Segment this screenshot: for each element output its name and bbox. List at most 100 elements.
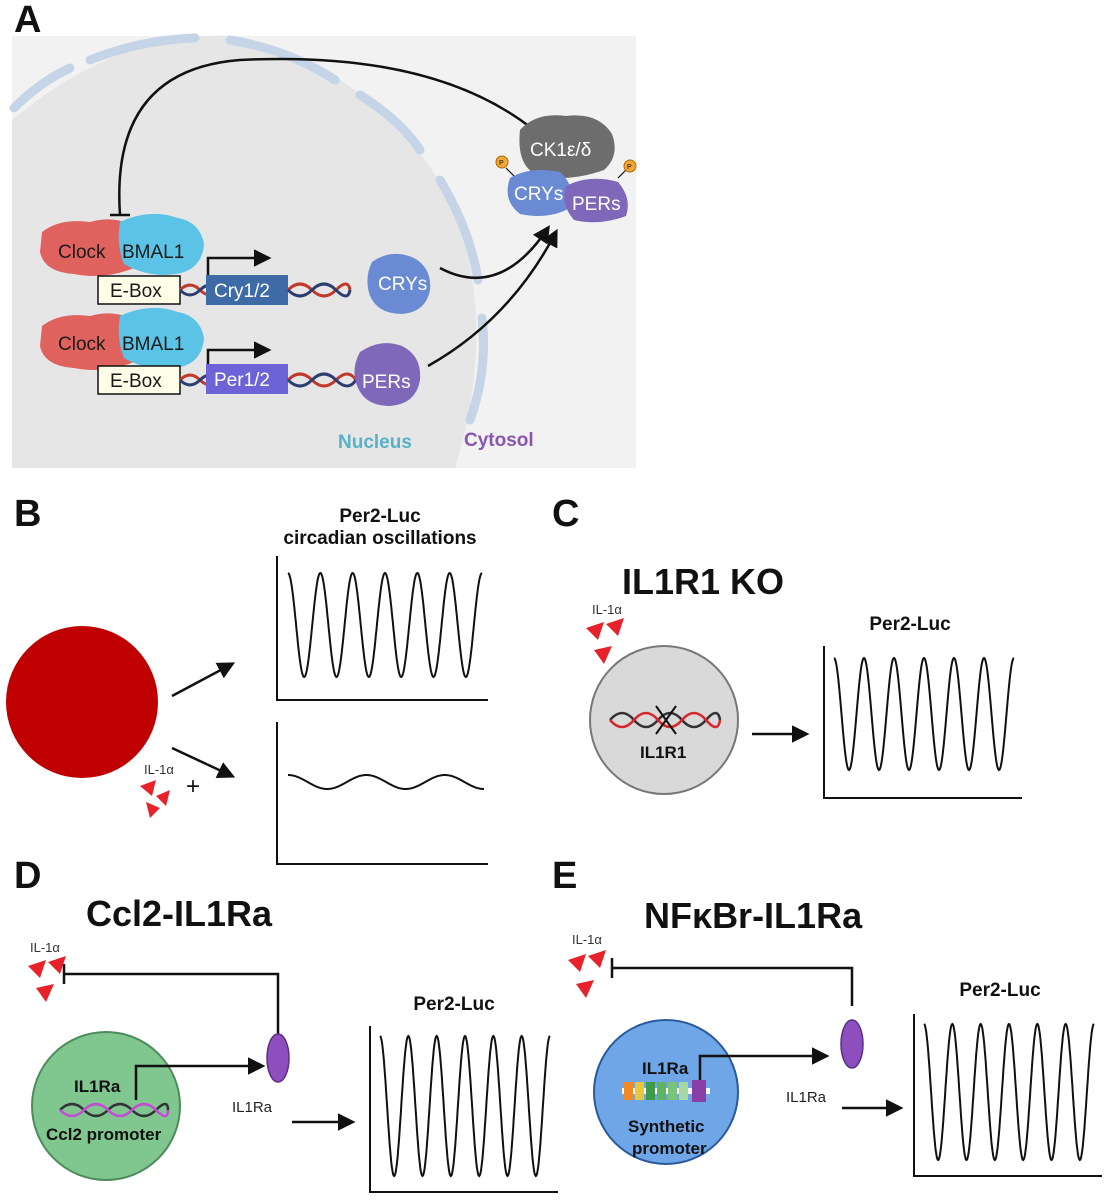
panel-d-letter: D — [14, 855, 41, 897]
cell-d — [31, 1031, 181, 1181]
panel-e-letter: E — [552, 855, 577, 897]
protein-label-d: IL1Ra — [232, 1099, 273, 1116]
chart-e-title: Per2-Luc — [959, 980, 1041, 1001]
cytosol-label: Cytosol — [464, 430, 534, 451]
pers-label: PERs — [362, 372, 411, 393]
ebox-label-1: E-Box — [110, 281, 162, 302]
chart-b-top-axes — [276, 556, 488, 701]
dna-d-strand-a — [59, 1102, 170, 1118]
panel-c-letter: C — [552, 493, 579, 535]
il1a-ligand-b — [140, 780, 170, 818]
complex-pers — [564, 178, 628, 223]
panel-a-letter: A — [14, 0, 41, 41]
bmal1-label-2: BMAL1 — [122, 334, 184, 355]
chart-e-trace — [923, 1022, 1095, 1162]
bmal1-label-1: BMAL1 — [122, 242, 184, 263]
promoter-label-e-line1: Synthetic — [628, 1117, 705, 1136]
bmal1-protein-1 — [118, 213, 204, 275]
per-gene-box — [206, 364, 288, 394]
clock-protein-1 — [40, 219, 142, 276]
crys-protein — [367, 253, 431, 314]
dna-d-strand-b — [59, 1102, 170, 1118]
clock-protein-2 — [40, 313, 142, 370]
clock-label-1: Clock — [58, 242, 106, 263]
inhibit-line-e — [612, 966, 854, 1006]
panel-e-title: NFκBr-IL1Ra — [644, 895, 863, 936]
complex-pers-label: PERs — [572, 194, 621, 215]
il1a-label-b: IL-1α — [144, 762, 174, 777]
ck1-label: CK1ε/δ — [530, 140, 591, 161]
dna-strand-1b — [286, 282, 352, 298]
chart-d-trace — [379, 1034, 551, 1178]
panel-d-title: Ccl2-IL1Ra — [86, 893, 273, 934]
secretion-arrow-d — [134, 1057, 266, 1100]
promoter-label-e-line2: promoter — [632, 1139, 707, 1158]
feedback-arrow — [118, 57, 541, 216]
il1ra-protein-e — [840, 1019, 864, 1069]
ck1-protein — [519, 115, 615, 178]
crys-label: CRYs — [378, 274, 427, 295]
chart-c-title: Per2-Luc — [869, 614, 951, 635]
protein-label-e: IL1Ra — [786, 1089, 827, 1106]
cell-b — [6, 626, 158, 778]
panel-b-title-line2: circadian oscillations — [283, 528, 476, 549]
phosphate-2 — [623, 159, 637, 173]
panel-e: E NFκBr-IL1Ra IL-1α IL1Ra Synthetic prom… — [552, 855, 1102, 1177]
synthetic-promoter-elements — [622, 1080, 710, 1102]
il1a-ligand-e — [568, 950, 606, 998]
il1a-ligand-d — [28, 956, 66, 1002]
bmal1-protein-2 — [118, 307, 204, 369]
promoter-label-d: Ccl2 promoter — [46, 1125, 162, 1144]
panel-d: D Ccl2-IL1Ra IL-1α IL1Ra Ccl2 promoter I… — [14, 855, 558, 1193]
panel-b-letter: B — [14, 493, 41, 535]
transcription-arrow-2 — [206, 341, 272, 364]
complex-crys — [507, 170, 572, 216]
il1a-label-d: IL-1α — [30, 940, 60, 955]
chart-c-trace — [833, 656, 1015, 772]
row-cry: Clock BMAL1 E-Box Cry1/2 CRYs — [40, 213, 550, 314]
cell-c — [589, 645, 739, 795]
receptor-label-c: IL1R1 — [640, 743, 686, 762]
cry-gene-box — [206, 275, 288, 305]
inhibit-line-d — [64, 972, 280, 1034]
chart-b-bottom-trace — [288, 774, 484, 790]
panel-b: B Per2-Luc circadian oscillations IL-1α … — [6, 493, 488, 865]
ebox-label-2: E-Box — [110, 371, 162, 392]
pers-protein — [354, 343, 421, 406]
clock-label-2: Clock — [58, 334, 106, 355]
per-to-complex-arrow — [427, 228, 558, 368]
nucleus-label: Nucleus — [338, 432, 412, 453]
complex-crys-label: CRYs — [514, 184, 563, 205]
ck1-complex: CK1ε/δ CRYs PERs P P — [495, 115, 637, 223]
dna-strand-2b — [286, 372, 358, 388]
phosphate-label-2: P — [627, 164, 632, 171]
il1a-label-c: IL-1α — [592, 602, 622, 617]
chart-d-title: Per2-Luc — [413, 994, 495, 1015]
il1a-label-e: IL-1α — [572, 932, 602, 947]
nuclear-envelope — [9, 33, 488, 425]
chart-c-axes — [823, 646, 1022, 799]
gene-label-e: IL1Ra — [642, 1059, 689, 1078]
panel-c: C IL1R1 KO IL-1α IL1R1 Per2-Luc — [552, 493, 1022, 799]
phosphate-1 — [495, 155, 509, 169]
secretion-arrow-e — [698, 1047, 830, 1090]
cry-to-complex-arrow — [439, 225, 550, 280]
il1a-ligand-c — [586, 618, 624, 664]
chart-d-axes — [369, 1026, 558, 1193]
transcription-arrow-1 — [206, 249, 272, 275]
arrow-b-top — [171, 662, 236, 698]
panel-a: A Clock BMAL1 E-Box Cry1/2 CRYs — [9, 0, 637, 468]
panel-b-title-line1: Per2-Luc — [339, 506, 421, 527]
dna-strand-1a — [286, 282, 352, 298]
gene-label-d: IL1Ra — [74, 1077, 121, 1096]
dna-strand-2a — [286, 372, 358, 388]
knockout-cross-2 — [655, 705, 677, 735]
chart-e-axes — [913, 1014, 1102, 1177]
panel-c-title: IL1R1 KO — [622, 561, 784, 602]
chart-b-top-trace — [287, 571, 483, 679]
per-gene-label: Per1/2 — [214, 370, 270, 391]
phosphate-label-1: P — [499, 160, 504, 167]
il1ra-protein-d — [266, 1033, 290, 1083]
cry-gene-label: Cry1/2 — [214, 281, 270, 302]
